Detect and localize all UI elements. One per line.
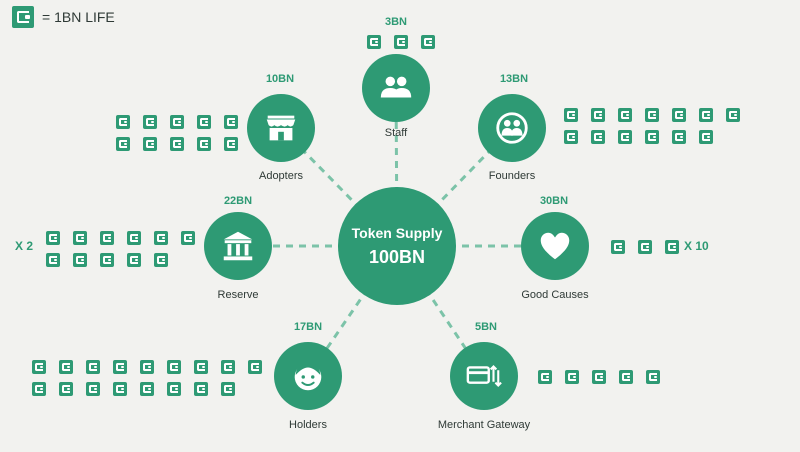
adopters-node	[247, 94, 315, 162]
wallet-icon	[143, 137, 157, 151]
wallet-icon	[221, 360, 235, 374]
wallet-icon	[167, 382, 181, 396]
wallet-icon	[127, 253, 141, 267]
store-icon	[266, 115, 296, 141]
hub-title: Token Supply	[351, 224, 443, 241]
wallet-icon	[367, 35, 381, 49]
founders-icon	[496, 112, 528, 144]
legend-text: = 1BN LIFE	[42, 9, 115, 25]
merchant-gateway-value: 5BN	[474, 321, 497, 333]
wallet-icon	[646, 370, 660, 384]
holders-node	[274, 342, 342, 410]
wallet-icon	[618, 108, 632, 122]
wallet-icon	[194, 382, 208, 396]
wallet-icon	[46, 253, 60, 267]
wallet-icon	[100, 253, 114, 267]
wallet-icon	[73, 253, 87, 267]
wallet-icon	[154, 231, 168, 245]
wallet-icon	[611, 240, 625, 254]
wallet-icon	[154, 253, 168, 267]
adopters-label: Adopters	[258, 170, 304, 182]
bank-icon	[223, 231, 253, 261]
wallet-icon	[113, 360, 127, 374]
wallet-icon	[538, 370, 552, 384]
good-causes-label: Good Causes	[521, 289, 589, 301]
wallet-icon	[116, 115, 130, 129]
good-causes-value: 30BN	[539, 195, 569, 207]
wallet-icon	[726, 108, 740, 122]
wallet-icon	[194, 360, 208, 374]
wallet-icon	[86, 360, 100, 374]
holders-label: Holders	[289, 419, 327, 431]
staff-label: Staff	[384, 127, 408, 139]
smiley-face-icon	[294, 362, 322, 391]
reserve-node	[204, 212, 272, 280]
good-causes-multiplier: X 10	[684, 239, 709, 253]
founders-node	[478, 94, 546, 162]
wallet-icon	[564, 130, 578, 144]
wallet-icon	[672, 130, 686, 144]
wallet-icon	[32, 360, 46, 374]
token-supply-hub: Token Supply 100BN	[338, 187, 456, 305]
wallet-icon	[645, 108, 659, 122]
legend: = 1BN LIFE	[12, 6, 115, 28]
wallet-icon	[46, 231, 60, 245]
merchant-gateway-label: Merchant Gateway	[437, 419, 531, 431]
holders-value: 17BN	[293, 321, 323, 333]
wallet-icon	[248, 360, 262, 374]
wallet-icon	[167, 360, 181, 374]
wallet-icon	[59, 382, 73, 396]
good-causes-node	[521, 212, 589, 280]
reserve-label: Reserve	[217, 289, 259, 301]
wallet-icon	[73, 231, 87, 245]
wallet-icon	[86, 382, 100, 396]
card-transfer-icon	[466, 365, 502, 387]
merchant-gateway-node	[450, 342, 518, 410]
wallet-icon	[591, 108, 605, 122]
wallet-icon	[699, 108, 713, 122]
wallet-icon	[100, 231, 114, 245]
wallet-icon	[619, 370, 633, 384]
wallet-icon	[618, 130, 632, 144]
wallet-icon	[140, 382, 154, 396]
wallet-icon	[127, 231, 141, 245]
wallet-icon	[591, 130, 605, 144]
wallet-icon	[672, 108, 686, 122]
adopters-value: 10BN	[265, 73, 295, 85]
wallet-icon	[224, 137, 238, 151]
wallet-icon	[59, 360, 73, 374]
wallet-icon	[113, 382, 127, 396]
people-icon	[380, 76, 412, 98]
reserve-multiplier: X 2	[15, 239, 34, 253]
wallet-icon	[197, 137, 211, 151]
wallet-icon	[116, 137, 130, 151]
founders-value: 13BN	[499, 73, 529, 85]
wallet-icon	[638, 240, 652, 254]
wallet-icon	[394, 35, 408, 49]
wallet-icon	[421, 35, 435, 49]
wallet-icon	[32, 382, 46, 396]
wallet-icon	[665, 240, 679, 254]
reserve-value: 22BN	[223, 195, 253, 207]
staff-value: 3BN	[384, 16, 407, 28]
wallet-icon	[170, 115, 184, 129]
heart-icon	[540, 232, 570, 260]
legend-wallet-icon	[12, 6, 34, 28]
wallet-icon	[143, 115, 157, 129]
wallet-icon	[699, 130, 713, 144]
wallet-icon	[224, 115, 238, 129]
wallet-icon	[170, 137, 184, 151]
founders-label: Founders	[488, 170, 536, 182]
wallet-icon	[181, 231, 195, 245]
wallet-icon	[645, 130, 659, 144]
wallet-icon	[565, 370, 579, 384]
wallet-icon	[197, 115, 211, 129]
staff-node	[362, 54, 430, 122]
hub-value: 100BN	[368, 246, 426, 267]
wallet-icon	[564, 108, 578, 122]
wallet-icon	[592, 370, 606, 384]
wallet-icon	[221, 382, 235, 396]
wallet-icon	[140, 360, 154, 374]
